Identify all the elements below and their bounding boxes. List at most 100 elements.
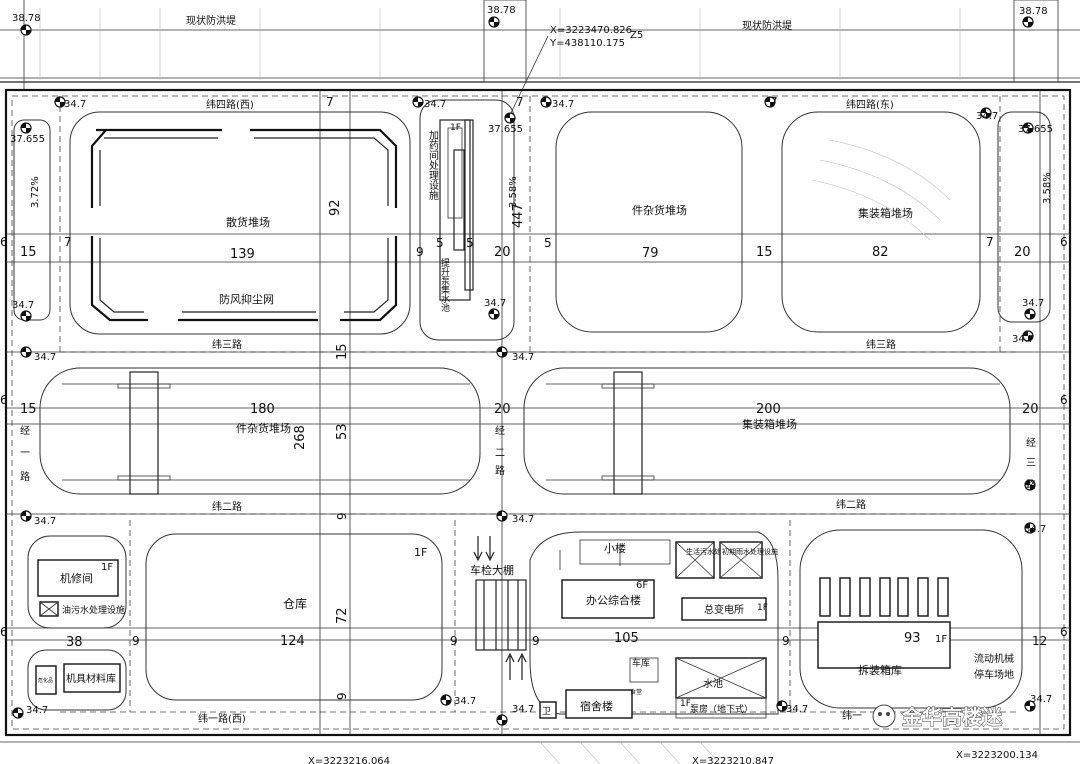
control-point-fill	[541, 97, 551, 107]
dim-139: 139	[230, 247, 255, 262]
road-jing3-a: 经	[1026, 436, 1036, 449]
dim-6d: 6	[1060, 235, 1068, 249]
dim-9c: 9	[450, 634, 458, 648]
dim-15c: 15	[20, 402, 37, 417]
road-wei2-right: 纬二路	[836, 498, 866, 511]
road-jing1-a: 经	[20, 424, 30, 437]
repair-zone: 机修间 1F 油污水处理设施	[27, 535, 127, 629]
dim-38: 38	[66, 635, 83, 650]
control-point-fill	[13, 708, 23, 718]
coord-bottom-left: X=3223216.064	[308, 756, 390, 764]
oilwater-label: 油污水处理设施	[62, 604, 125, 616]
dim-200: 200	[756, 402, 781, 417]
elev-347-a: 34.7	[64, 99, 86, 110]
elev-347-o: 34.7	[454, 696, 476, 707]
control-point-fill	[777, 701, 787, 711]
dim-180: 180	[250, 402, 275, 417]
unpack-1f: 1F	[935, 634, 947, 645]
coord-top-x: X=3223470.826	[550, 25, 632, 36]
windnet-label: 防风抑尘网	[219, 292, 274, 306]
elev-347-q: 34.7	[786, 704, 808, 715]
pump-1f: 1F	[680, 699, 691, 709]
control-point-fill	[21, 347, 31, 357]
road-jing3-c: 路	[1026, 478, 1036, 491]
dim-20d: 20	[1014, 245, 1031, 260]
container-yard-2: 集装箱堆场	[523, 367, 1011, 495]
control-point-fill	[497, 347, 507, 357]
dim-9a: 9	[416, 245, 424, 259]
repair-1f: 1F	[101, 562, 113, 573]
control-point-fill	[1025, 309, 1035, 319]
dim-82: 82	[872, 245, 889, 260]
control-point-fill	[497, 511, 507, 521]
machinery-2: 停车场地	[974, 668, 1014, 681]
elev-347-p: 34.7	[512, 704, 534, 715]
elev-347-f: 34.7	[484, 298, 506, 309]
elev-347-e: 34.7	[12, 300, 34, 311]
slope-2: 3.58%	[508, 176, 519, 208]
coord-z5: Z5	[630, 30, 643, 41]
machinery-1: 流动机械	[974, 652, 1014, 665]
admin-zone: 小楼 办公综合楼 6F 总变电所 1F 生活污水处理设施 初期雨水处理设施 宿舍…	[529, 531, 779, 719]
control-point-fill	[21, 511, 31, 521]
dim-6b: 6	[0, 393, 8, 407]
sewage2-label: 初期雨水处理设施	[722, 547, 778, 556]
control-point-fill	[1023, 17, 1033, 27]
general-yard-1-label: 件杂货堆场	[632, 203, 687, 217]
material-small-label: 危化品	[38, 677, 53, 684]
elev-tm: 38.78	[487, 5, 516, 16]
dim-5b: 5	[466, 236, 474, 250]
elevation-labels: 37.655 37.655 37.655 34.7 34.7 34.7 34.7…	[10, 99, 1053, 764]
road-wei2-left: 纬二路	[212, 500, 242, 513]
dim-7d: 7	[770, 95, 778, 109]
dim-268: 268	[293, 425, 308, 450]
repair-label: 机修间	[60, 571, 93, 585]
elev-347-n: 34.7	[26, 705, 48, 716]
dim-20a: 20	[494, 245, 511, 260]
elev-tl: 38.78	[12, 13, 41, 24]
wc-label: 卫	[542, 707, 551, 717]
control-point-fill	[1023, 123, 1033, 133]
dim-447: 447	[511, 203, 526, 228]
dim-7b: 7	[326, 95, 334, 109]
dim-9d: 9	[532, 634, 540, 648]
dimensions: 139 79 82 180 200 124 105 93 38 92 268 5…	[0, 95, 1068, 700]
road-jing1-c: 路	[20, 470, 30, 483]
dim-5c: 5	[544, 236, 552, 250]
dim-79: 79	[642, 246, 659, 261]
gate-label: 车检大棚	[470, 563, 514, 577]
dim-124: 124	[280, 634, 305, 649]
elev-347-b: 34.7	[424, 99, 446, 110]
control-points	[12, 16, 1036, 726]
material-zone: 危化品 机具材料库	[27, 649, 127, 711]
road-jing3-b: 三	[1026, 458, 1036, 469]
control-point-fill	[765, 97, 775, 107]
facility-vertical: 加药间处理设施	[427, 130, 439, 201]
dim-15d: 15	[335, 343, 350, 360]
control-point-fill	[21, 123, 31, 133]
general-yard-2: 件杂货堆场	[39, 367, 481, 495]
dim-7e: 7	[986, 235, 994, 249]
dorm-label: 宿舍楼	[580, 699, 613, 713]
dim-20b: 20	[494, 402, 511, 417]
canteen-label: 食堂	[630, 688, 642, 696]
dim-15a: 15	[20, 245, 37, 260]
dim-105: 105	[614, 631, 639, 646]
control-point-fill	[1023, 331, 1033, 341]
pump-label: 泵房（地下式）	[690, 703, 753, 715]
sewage1-label: 生活污水处理设施	[686, 547, 742, 556]
control-point-fill	[1025, 701, 1035, 711]
levee-band: 现状防洪堤 现状防洪堤 38.78 38.78 38.78 X=3223470.…	[0, 0, 1080, 116]
slope-3: 3.58%	[1042, 172, 1053, 204]
dim-9b: 9	[132, 634, 140, 648]
small-building-label: 小楼	[604, 541, 626, 555]
dim-7a: 7	[64, 235, 72, 249]
bottom-band	[0, 741, 1080, 764]
dim-53: 53	[335, 423, 350, 440]
control-point-fill	[505, 113, 515, 123]
dim-6e: 6	[1060, 393, 1068, 407]
dim-9g: 9	[335, 692, 349, 700]
road-wei4-east: 纬四路(东)	[846, 98, 894, 111]
road-labels: 纬四路(西) 纬四路(东) 纬三路 纬三路 纬二路 纬二路 纬一路(西) 纬一 …	[20, 98, 1036, 725]
